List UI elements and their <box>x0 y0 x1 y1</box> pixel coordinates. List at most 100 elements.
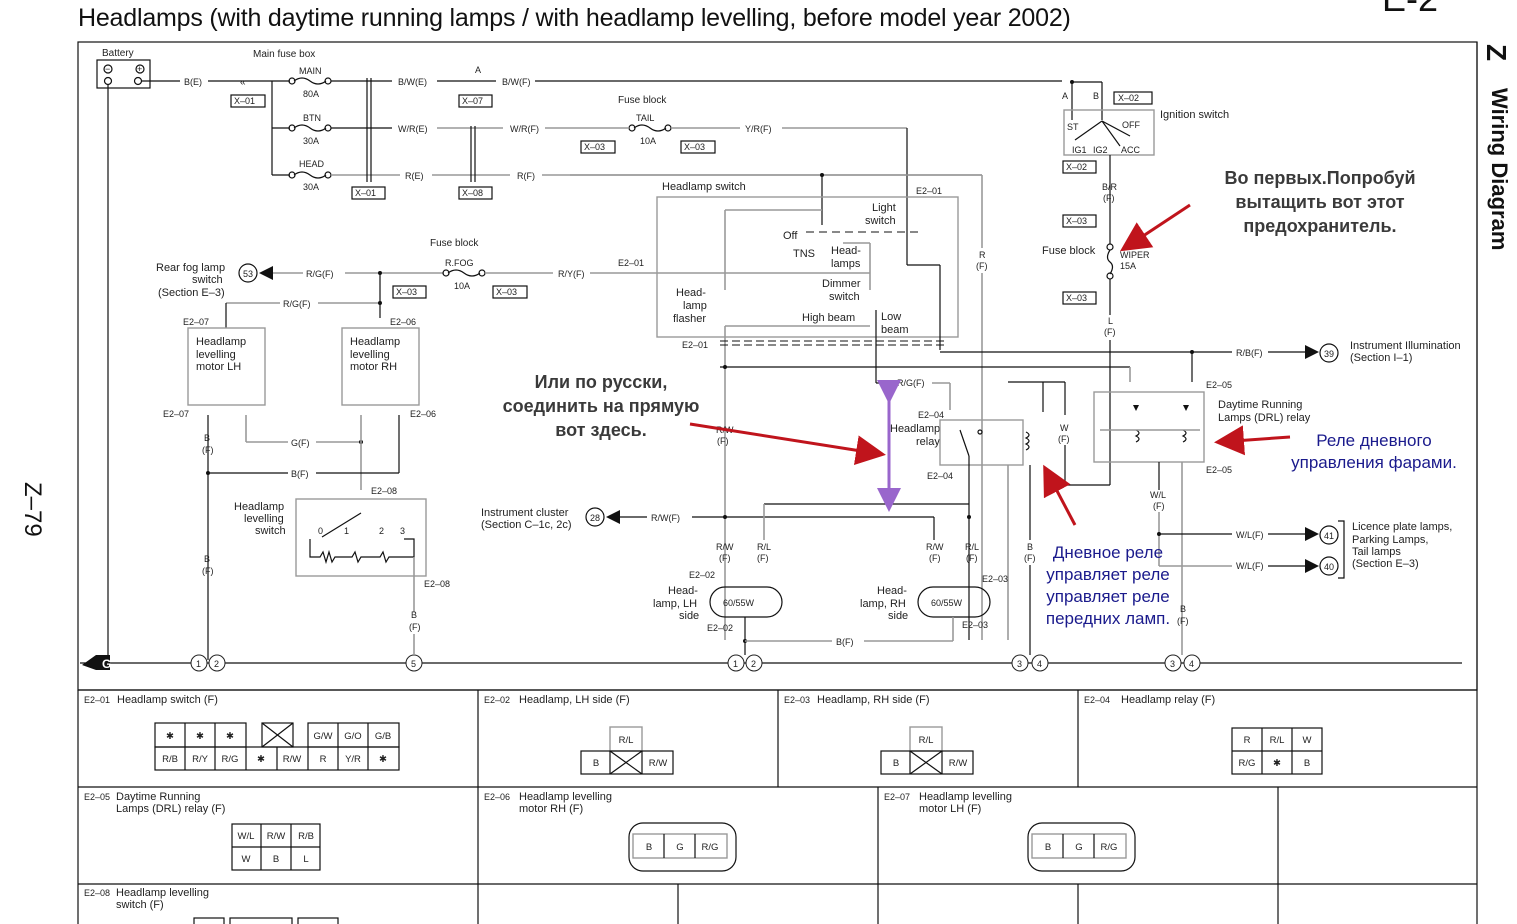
vlabel-rwrh-2: (F) <box>929 553 941 563</box>
conn-a2: A <box>1062 91 1068 101</box>
conn-x02b: X–02 <box>1066 162 1087 172</box>
conn-x01b: X–01 <box>355 188 376 198</box>
svg-text:R/B: R/B <box>162 754 178 765</box>
conn-e205b: E2–05 <box>1206 465 1232 475</box>
vlabel-rwlh-2: (F) <box>719 553 731 563</box>
lamps-label-1: Licence plate lamps, <box>1352 521 1452 533</box>
svg-text:G: G <box>1075 842 1082 853</box>
lamps-label-4: (Section E–3) <box>1352 558 1419 570</box>
wire-rgf1: R/G(F) <box>306 269 334 279</box>
svg-text:2: 2 <box>751 659 756 669</box>
headlamp-lh-label-2: lamp, LH <box>653 598 697 610</box>
svg-text:G/O: G/O <box>344 731 361 742</box>
headlamp-lh-label-1: Head- <box>668 585 698 597</box>
headlamp-lh-label-3: side <box>679 610 699 622</box>
headlamp-rh: 60/55W <box>917 586 991 618</box>
svg-text:Headlamp levelling: Headlamp levelling <box>519 791 612 803</box>
connector-table <box>77 689 1477 924</box>
motor-lh-box <box>187 327 266 406</box>
headlamp-rh-label-1: Head- <box>877 585 907 597</box>
svg-text:5: 5 <box>411 659 416 669</box>
svg-text:R/W: R/W <box>283 754 302 765</box>
main-fuse-box-label: Main fuse box <box>253 49 315 60</box>
wire-bwf: B/W(F) <box>502 77 531 87</box>
svg-text:W: W <box>242 854 251 865</box>
svg-text:Headlamp levelling: Headlamp levelling <box>919 791 1012 803</box>
diagram-frame <box>77 41 1478 691</box>
instr-cluster-label-1: Instrument cluster <box>481 507 569 519</box>
motor-rh-label-1: Headlamp <box>350 336 400 348</box>
lev-switch-label-1: Headlamp <box>234 501 284 513</box>
vlabel-w-2: (F) <box>1058 434 1070 444</box>
svg-text:2: 2 <box>214 659 219 669</box>
flasher-label-1: Head- <box>676 287 706 299</box>
red-arrow-fuse <box>1119 203 1191 252</box>
conn-e201a: E2–01 <box>916 186 942 196</box>
headlamp-switch-box <box>656 196 959 338</box>
lev-pos-1: 1 <box>344 526 349 536</box>
switch-headlamps-2: lamps <box>831 258 861 270</box>
svg-text:Во первых.Попробуй: Во первых.Попробуй <box>1224 168 1415 188</box>
flasher-label-2: lamp <box>683 300 707 312</box>
conn-e206b: E2–06 <box>410 409 436 419</box>
conn-x03f: X–03 <box>1066 293 1087 303</box>
fuse-btn-rating: 30A <box>303 136 319 146</box>
conn-x03d: X–03 <box>496 287 517 297</box>
motor-rh-box <box>341 327 420 406</box>
headlamp-relay-box <box>939 419 1024 466</box>
ign-st: ST <box>1067 122 1079 132</box>
fuse-rfog-name: R.FOG <box>445 258 474 268</box>
svg-text:R/L: R/L <box>919 735 934 746</box>
ground-symbol: G <box>82 655 111 671</box>
conn-x03e: X–03 <box>1066 216 1087 226</box>
fuse-head-name: HEAD <box>299 159 325 169</box>
ref-39: 39 <box>1324 349 1334 359</box>
ground-points: 1 2 5 1 2 3 4 3 4 <box>190 654 1201 672</box>
conn-x02a: X–02 <box>1118 93 1139 103</box>
vlabel-rllh-2: (F) <box>757 553 769 563</box>
connector-e2-07: E2–07 Headlamp levelling motor LH (F) B … <box>884 791 1136 872</box>
motor-rh-label-2: levelling <box>350 349 390 361</box>
svg-text:E2–07: E2–07 <box>884 792 910 802</box>
vlabel-b1-2: (F) <box>202 445 214 455</box>
connector-e2-03: E2–03 Headlamp, RH side (F) R/L B R/W <box>784 694 974 775</box>
wire-rgf2: R/G(F) <box>283 299 311 309</box>
conn-a: A <box>475 65 481 75</box>
instr-illum-label-2: (Section I–1) <box>1350 352 1412 364</box>
svg-text:вот здесь.: вот здесь. <box>555 420 646 440</box>
conn-e201b: E2–01 <box>682 340 708 350</box>
svg-text:1: 1 <box>196 659 201 669</box>
wire-gf: G(F) <box>291 438 310 448</box>
rear-fog-label-1: Rear fog lamp <box>156 262 225 274</box>
page-code: E-2 <box>1382 0 1438 20</box>
arrow-to-rear-fog <box>259 266 273 280</box>
ref-41: 41 <box>1324 531 1334 541</box>
svg-text:G/W: G/W <box>314 731 333 742</box>
svg-text:✱: ✱ <box>166 731 174 742</box>
headlamp-rh-label-2: lamp, RH <box>860 598 906 610</box>
svg-text:Daytime Running: Daytime Running <box>116 791 200 803</box>
conn-e203b: E2–03 <box>962 620 988 630</box>
headlamp-relay-label-1: Headlamp <box>890 423 940 435</box>
fuse-head-rating: 30A <box>303 182 319 192</box>
svg-text:R/L: R/L <box>1270 735 1285 746</box>
switch-off-label: Off <box>783 230 798 242</box>
vlabel-bmid-1: B <box>1027 542 1033 552</box>
instr-cluster-label-2: (Section C–1c, 2c) <box>481 519 571 531</box>
conn-x07: X–07 <box>462 96 483 106</box>
svg-text:60/55W: 60/55W <box>931 598 963 608</box>
battery-label: Battery <box>102 48 134 59</box>
svg-text:✱: ✱ <box>1273 758 1281 769</box>
conn-e202a: E2–02 <box>689 570 715 580</box>
lev-switch-label-3: switch <box>255 525 286 537</box>
vlabel-w-1: W <box>1060 423 1069 433</box>
svg-text:Headlamp, RH side (F): Headlamp, RH side (F) <box>817 694 929 706</box>
vlabel-r-2: (F) <box>976 261 988 271</box>
svg-text:R/Y: R/Y <box>192 754 209 765</box>
svg-text:E2–08: E2–08 <box>84 888 110 898</box>
fuse-head: HEAD 30A <box>272 159 332 192</box>
annotation-direct-note: Или по русски, соединить на прямую вот з… <box>503 372 700 440</box>
svg-text:3: 3 <box>1170 659 1175 669</box>
ref-53: 53 <box>243 269 253 279</box>
